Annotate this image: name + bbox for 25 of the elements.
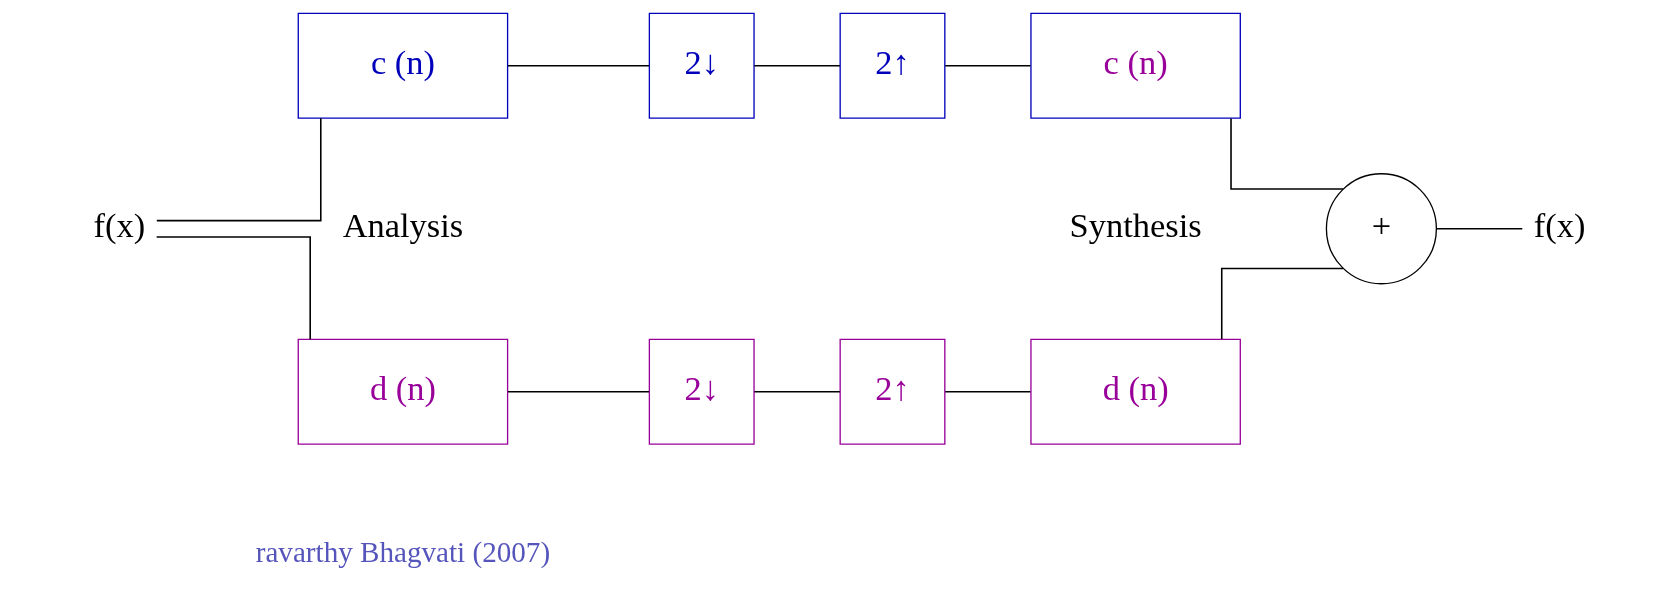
label: Analysis <box>342 206 464 245</box>
connector <box>155 236 311 341</box>
node-box: 2↑ <box>839 12 946 119</box>
node-box: 2↑ <box>839 338 946 445</box>
node-box: c (n) <box>1030 12 1241 119</box>
connector <box>944 390 1032 393</box>
node-box: 2↓ <box>648 338 755 445</box>
connector <box>1230 117 1344 190</box>
label: ravarthy Bhagvati (2007) <box>255 536 551 569</box>
node-box: 2↓ <box>648 12 755 119</box>
node-text: f(x) <box>93 206 146 245</box>
connector <box>1436 227 1524 230</box>
connector <box>753 65 841 67</box>
node-box: c (n) <box>297 12 509 119</box>
label: Synthesis <box>1069 206 1202 245</box>
connector <box>156 117 322 222</box>
connector <box>1220 267 1344 340</box>
node-circle: + <box>1325 173 1438 285</box>
connector <box>507 65 650 67</box>
node-box: d (n) <box>297 338 509 445</box>
node-text: f(x) <box>1533 206 1586 245</box>
connector <box>753 390 841 393</box>
connector <box>944 65 1032 67</box>
node-box: d (n) <box>1030 338 1241 445</box>
connector <box>507 390 650 393</box>
